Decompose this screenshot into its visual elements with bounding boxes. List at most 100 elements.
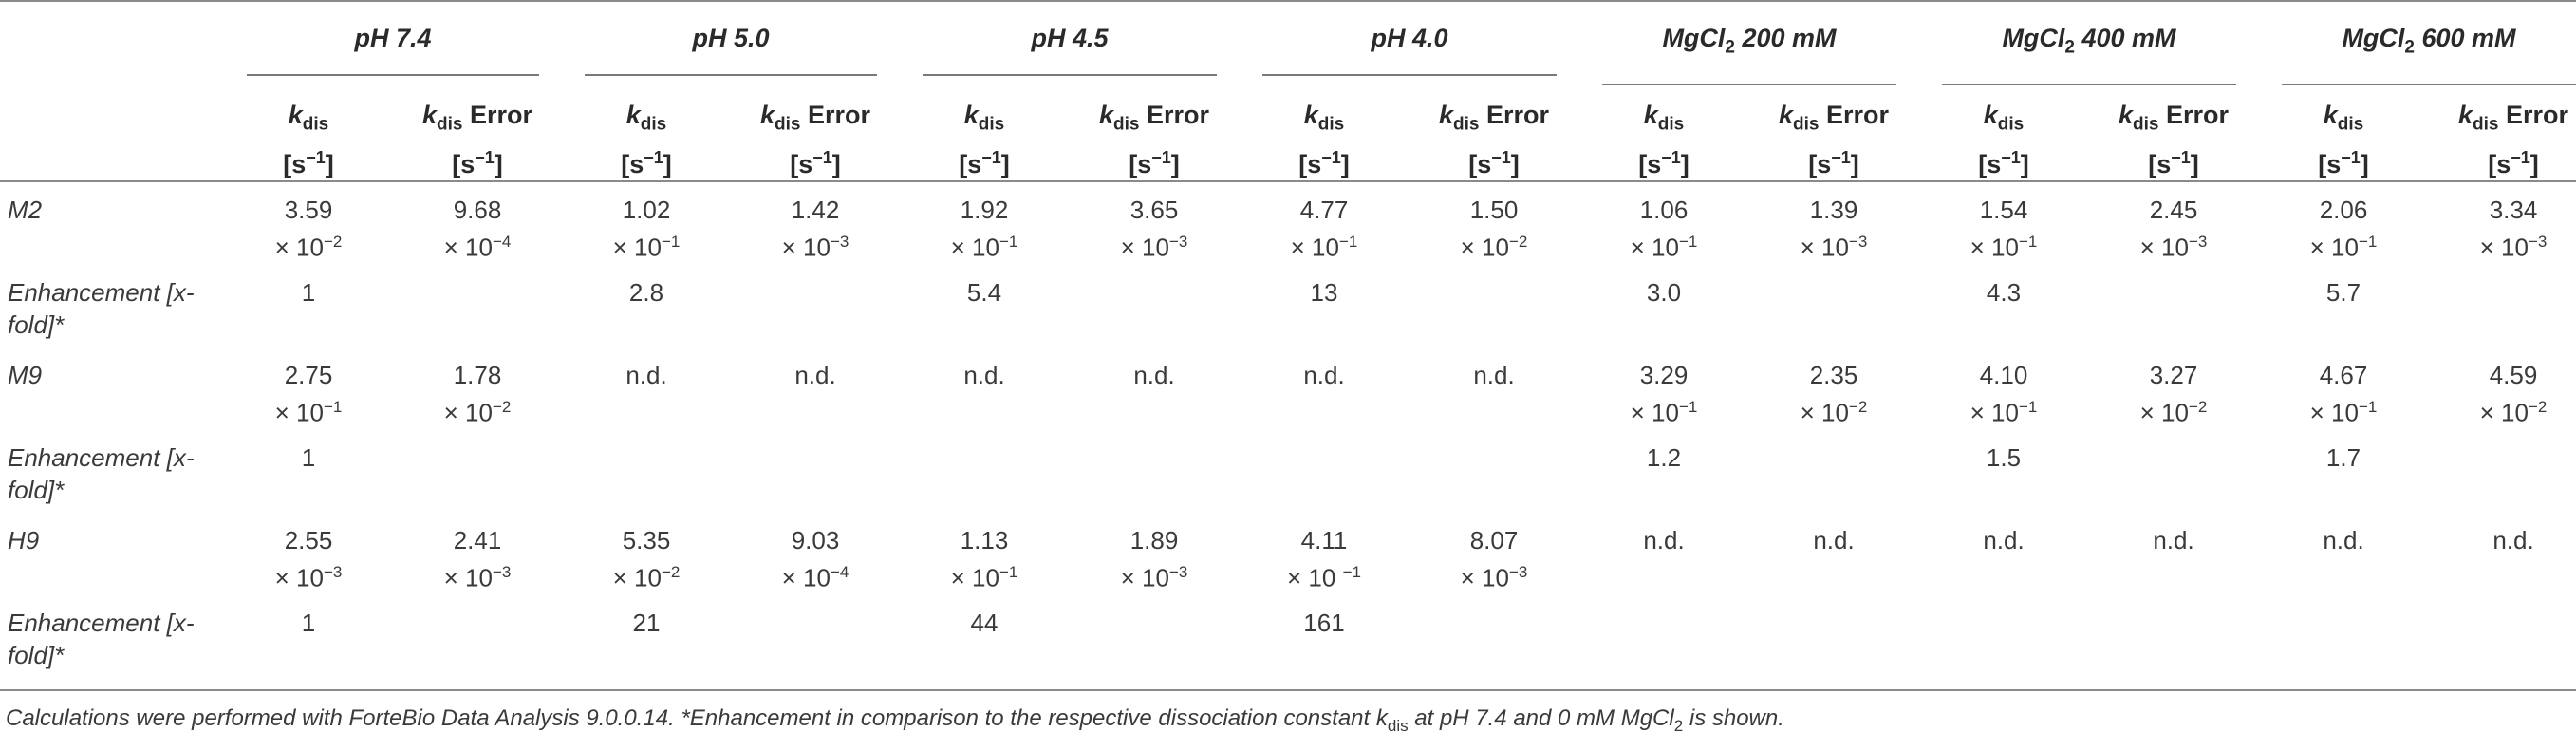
table-cell: n.d.: [1813, 525, 1855, 554]
table-cell: [2088, 276, 2259, 359]
group-label: MgCl2 400 mM: [1942, 21, 2236, 86]
table-cell: 4.3: [1986, 277, 2022, 307]
table-cell: n.d.: [963, 360, 1005, 389]
row-label: M9: [8, 360, 43, 389]
kdis-column-header: kdis[s−1]: [1638, 101, 1689, 178]
table-cell: n.d.: [2492, 525, 2534, 554]
table-cell: 4.59× 10−2: [2479, 360, 2548, 427]
table-row: M9 2.75× 10−1 1.78× 10−2 n.d. n.d. n.d. n.d. n.…: [0, 359, 2576, 441]
table-row: Enhancement [x-fold]* 1 21 44 161: [0, 607, 2576, 690]
dissociation-constant-table: pH 7.4 pH 5.0 pH 4.5 pH 4.0 MgCl2 200 mM MgCl…: [0, 0, 2576, 692]
row-label: M2: [8, 195, 43, 224]
row-label: H9: [8, 525, 40, 554]
kdis-error-column-header: kdis Error[s−1]: [2457, 101, 2569, 178]
table-cell: n.d.: [1473, 360, 1515, 389]
table-cell: 44: [970, 608, 999, 637]
table-cell: [1409, 276, 1579, 359]
table-cell: [1409, 607, 1579, 690]
table-cell: [2428, 441, 2576, 524]
table-cell: 9.68× 10−4: [443, 195, 512, 262]
kdis-column-header: kdis[s−1]: [959, 101, 1010, 178]
table-cell: [393, 276, 562, 359]
group-label: MgCl2 200 mM: [1602, 21, 1896, 86]
table-cell: 5.35× 10−2: [612, 525, 681, 592]
group-label: pH 7.4: [247, 21, 539, 76]
table-cell: [1069, 441, 1240, 524]
table-cell: [731, 441, 900, 524]
kdis-error-column-header: kdis Error[s−1]: [1438, 101, 1550, 178]
table-cell: 3.59× 10−2: [274, 195, 343, 262]
table-cell: n.d.: [2323, 525, 2364, 554]
table-cell: [1748, 441, 1919, 524]
table-cell: 2.75× 10−1: [274, 360, 343, 427]
table-cell: 4.10× 10−1: [1969, 360, 2038, 427]
table-cell: [393, 441, 562, 524]
table-cell: 1.42× 10−3: [781, 195, 849, 262]
table-cell: 4.11× 10 −1: [1287, 525, 1361, 592]
kdis-column-header: kdis[s−1]: [1978, 101, 2029, 178]
table-cell: [2428, 276, 2576, 359]
table-cell: 2.35× 10−2: [1800, 360, 1868, 427]
table-cell: n.d.: [2153, 525, 2194, 554]
table-cell: n.d.: [794, 360, 836, 389]
table-cell: 2.8: [628, 277, 664, 307]
table-cell: 1.78× 10−2: [443, 360, 512, 427]
table-cell: [2088, 607, 2259, 690]
row-label: Enhancement [x-fold]*: [8, 608, 195, 669]
table-cell: [731, 607, 900, 690]
group-label: pH 5.0: [585, 21, 877, 76]
table-cell: 3.29× 10−1: [1630, 360, 1698, 427]
group-header-row: pH 7.4 pH 5.0 pH 4.5 pH 4.0 MgCl2 200 mM MgCl…: [0, 2, 2576, 86]
table-row: Enhancement [x-fold]* 1 1.2 1.5 1.7: [0, 441, 2576, 524]
table-cell: 13: [1310, 277, 1338, 307]
table-cell: [1748, 607, 1919, 690]
table-cell: 5.4: [966, 277, 1002, 307]
column-header-row: kdis[s−1] kdis Error[s−1] kdis[s−1] kdis Er…: [0, 85, 2576, 180]
table-cell: 5.7: [2325, 277, 2361, 307]
table-cell: 1.7: [2325, 442, 2361, 472]
table-cell: [1748, 276, 1919, 359]
kdis-error-column-header: kdis Error[s−1]: [1778, 101, 1890, 178]
table-cell: 21: [632, 608, 661, 637]
table-cell: n.d.: [625, 360, 667, 389]
group-label: pH 4.0: [1262, 21, 1557, 76]
table-cell: 1.13× 10−1: [950, 525, 1018, 592]
table-cell: 1.92× 10−1: [950, 195, 1018, 262]
kdis-column-header: kdis[s−1]: [2318, 101, 2369, 178]
table-cell: 1.02× 10−1: [612, 195, 681, 262]
table-cell: 8.07× 10−3: [1460, 525, 1528, 592]
table-cell: 1: [301, 442, 316, 472]
kdis-column-header: kdis[s−1]: [283, 101, 334, 178]
table-cell: 1: [301, 608, 316, 637]
table-cell: 2.06× 10−1: [2309, 195, 2378, 262]
table-cell: [1069, 607, 1240, 690]
group-label: pH 4.5: [923, 21, 1217, 76]
table-cell: 1.89× 10−3: [1120, 525, 1188, 592]
table-cell: 1.06× 10−1: [1630, 195, 1698, 262]
table-row: M2 3.59× 10−2 9.68× 10−4 1.02× 10−1 1.42× 10…: [0, 182, 2576, 276]
table-cell: n.d.: [1983, 525, 2025, 554]
table-cell: 1: [301, 277, 316, 307]
table-cell: [1069, 276, 1240, 359]
table-cell: 1.2: [1646, 442, 1682, 472]
kdis-error-column-header: kdis Error[s−1]: [421, 101, 533, 178]
table-cell: n.d.: [1643, 525, 1685, 554]
table-cell: 161: [1303, 608, 1345, 637]
table-cell: [2428, 607, 2576, 690]
table-cell: 3.34× 10−3: [2479, 195, 2548, 262]
table-cell: n.d.: [1133, 360, 1175, 389]
table-cell: 2.45× 10−3: [2139, 195, 2208, 262]
table-cell: 9.03× 10−4: [781, 525, 849, 592]
kdis-error-column-header: kdis Error[s−1]: [2118, 101, 2230, 178]
row-label: Enhancement [x-fold]*: [8, 277, 195, 339]
table-cell: n.d.: [1303, 360, 1345, 389]
row-label: Enhancement [x-fold]*: [8, 442, 195, 504]
table-cell: [1919, 607, 2088, 690]
group-label: MgCl2 600 mM: [2282, 21, 2576, 86]
table-cell: 1.50× 10−2: [1460, 195, 1528, 262]
table-cell: [1409, 441, 1579, 524]
kdis-error-column-header: kdis Error[s−1]: [759, 101, 871, 178]
table-cell: 2.55× 10−3: [274, 525, 343, 592]
table-cell: 1.5: [1986, 442, 2022, 472]
